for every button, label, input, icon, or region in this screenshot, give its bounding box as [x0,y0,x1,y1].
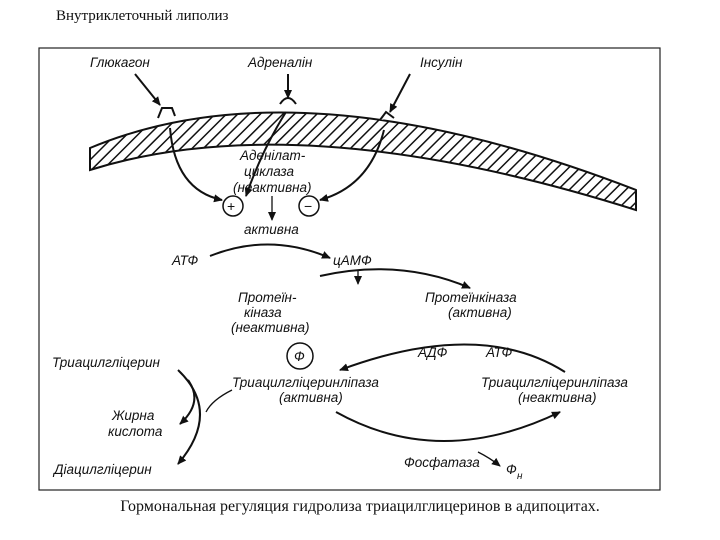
activation-circle [222,195,244,217]
protein-kinase-inactive-label-2: кіназа [244,305,282,320]
protein-kinase-active-label-1: Протеїнкіназа [425,290,517,305]
diagram-frame [38,47,661,491]
tag-lipase-inactive-label-2: (неактивна) [518,390,597,405]
adenylate-cyclase-label-2: циклаза [244,164,295,179]
tag-lipase-inactive-label-1: Триацилгліцеринліпаза [481,375,628,390]
lipolysis-branch-arrow [179,379,196,425]
protein-kinase-active-label-2: (активна) [448,305,512,320]
tag-lipase-active-label-2: (активна) [279,390,343,405]
figure-caption: Гормональная регуляция гидролиза триацил… [120,498,600,515]
fatty-acid-label-1: Жирна [111,408,155,423]
adrenalin-label: Адреналін [247,55,313,70]
adp-label: АДФ [417,345,448,360]
adenylate-cyclase-label-1: Аденілат- [239,148,306,163]
stimulation-arrow-glucagon [169,127,223,203]
phosphate-circle [286,342,314,370]
plus-sign: + [227,198,235,214]
slide-title: Внутриклеточный липолиз [56,8,229,24]
lipase-to-reaction-line [205,389,233,413]
protein-kinase-inactive-label-1: Протеїн- [238,290,297,305]
tag-lipase-active-label-1: Триацилгліцеринліпаза [232,375,379,390]
inorganic-phosphate-label: Ф [506,462,517,477]
glucagon-receptor [157,107,176,119]
fatty-acid-label-2: кислота [108,424,163,439]
diacylglycerol-label: Діацилгліцерин [52,462,152,477]
triacylglycerol-label: Триацилгліцерин [52,355,161,370]
camp-label: цАМФ [333,253,372,268]
insulin-label: Інсулін [420,55,463,70]
lipolysis-main-arrow [177,369,201,465]
inhibition-circle [298,195,320,217]
active-label: активна [244,222,299,237]
inhibition-arrow-insulin [319,129,385,202]
glucagon-arrow [134,73,161,106]
adenylate-cyclase-label-3: (неактивна) [233,180,312,195]
minus-sign: − [304,198,312,214]
insulin-arrow [389,73,411,113]
cell-membrane [89,111,637,212]
stimulation-arrow-adrenalin [244,111,287,197]
glucagon-label: Глюкагон [90,55,150,70]
dephosphorylation-arrow [335,411,561,442]
inorganic-phosphate-subscript: н [517,471,523,482]
kinase-activation-arrow [319,268,471,289]
phosphate-release-arrow [477,451,501,467]
phosphate-label: Ф [294,349,305,364]
adrenalin-receptor [279,97,297,105]
insulin-receptor [379,110,395,121]
atp-to-camp-arrow [209,243,331,259]
atp-label: АТФ [171,253,198,268]
phosphatase-label: Фосфатаза [404,455,480,470]
phosphorylation-arrow [339,343,566,373]
protein-kinase-inactive-label-3: (неактивна) [231,320,310,335]
